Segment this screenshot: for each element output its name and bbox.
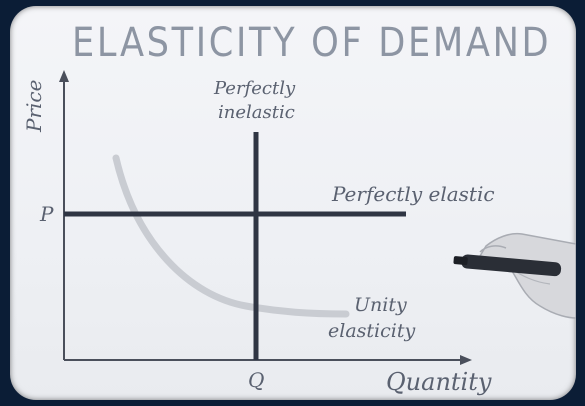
page-title: Elasticity of Demand	[72, 20, 552, 66]
elasticity-diagram	[59, 70, 576, 365]
perfectly-elastic-label: Perfectly elastic	[332, 182, 495, 206]
quantity-tick-label: Q	[248, 368, 265, 392]
price-tick-label: P	[40, 202, 54, 226]
unity-elasticity-label-line2: elasticity	[328, 320, 416, 342]
hand-with-marker-illustration	[453, 232, 576, 319]
whiteboard: Elasticity of Demand Price P Q Quantity …	[10, 6, 576, 400]
x-axis-arrow	[460, 355, 472, 365]
y-axis-arrow	[59, 70, 69, 82]
unity-elasticity-curve	[112, 154, 350, 318]
x-axis-label: Quantity	[386, 368, 492, 396]
perfectly-inelastic-label-line2: inelastic	[218, 102, 295, 123]
perfectly-inelastic-label-line1: Perfectly	[214, 78, 296, 99]
y-axis-label: Price	[22, 79, 46, 132]
unity-elasticity-label-line1: Unity	[354, 294, 407, 316]
